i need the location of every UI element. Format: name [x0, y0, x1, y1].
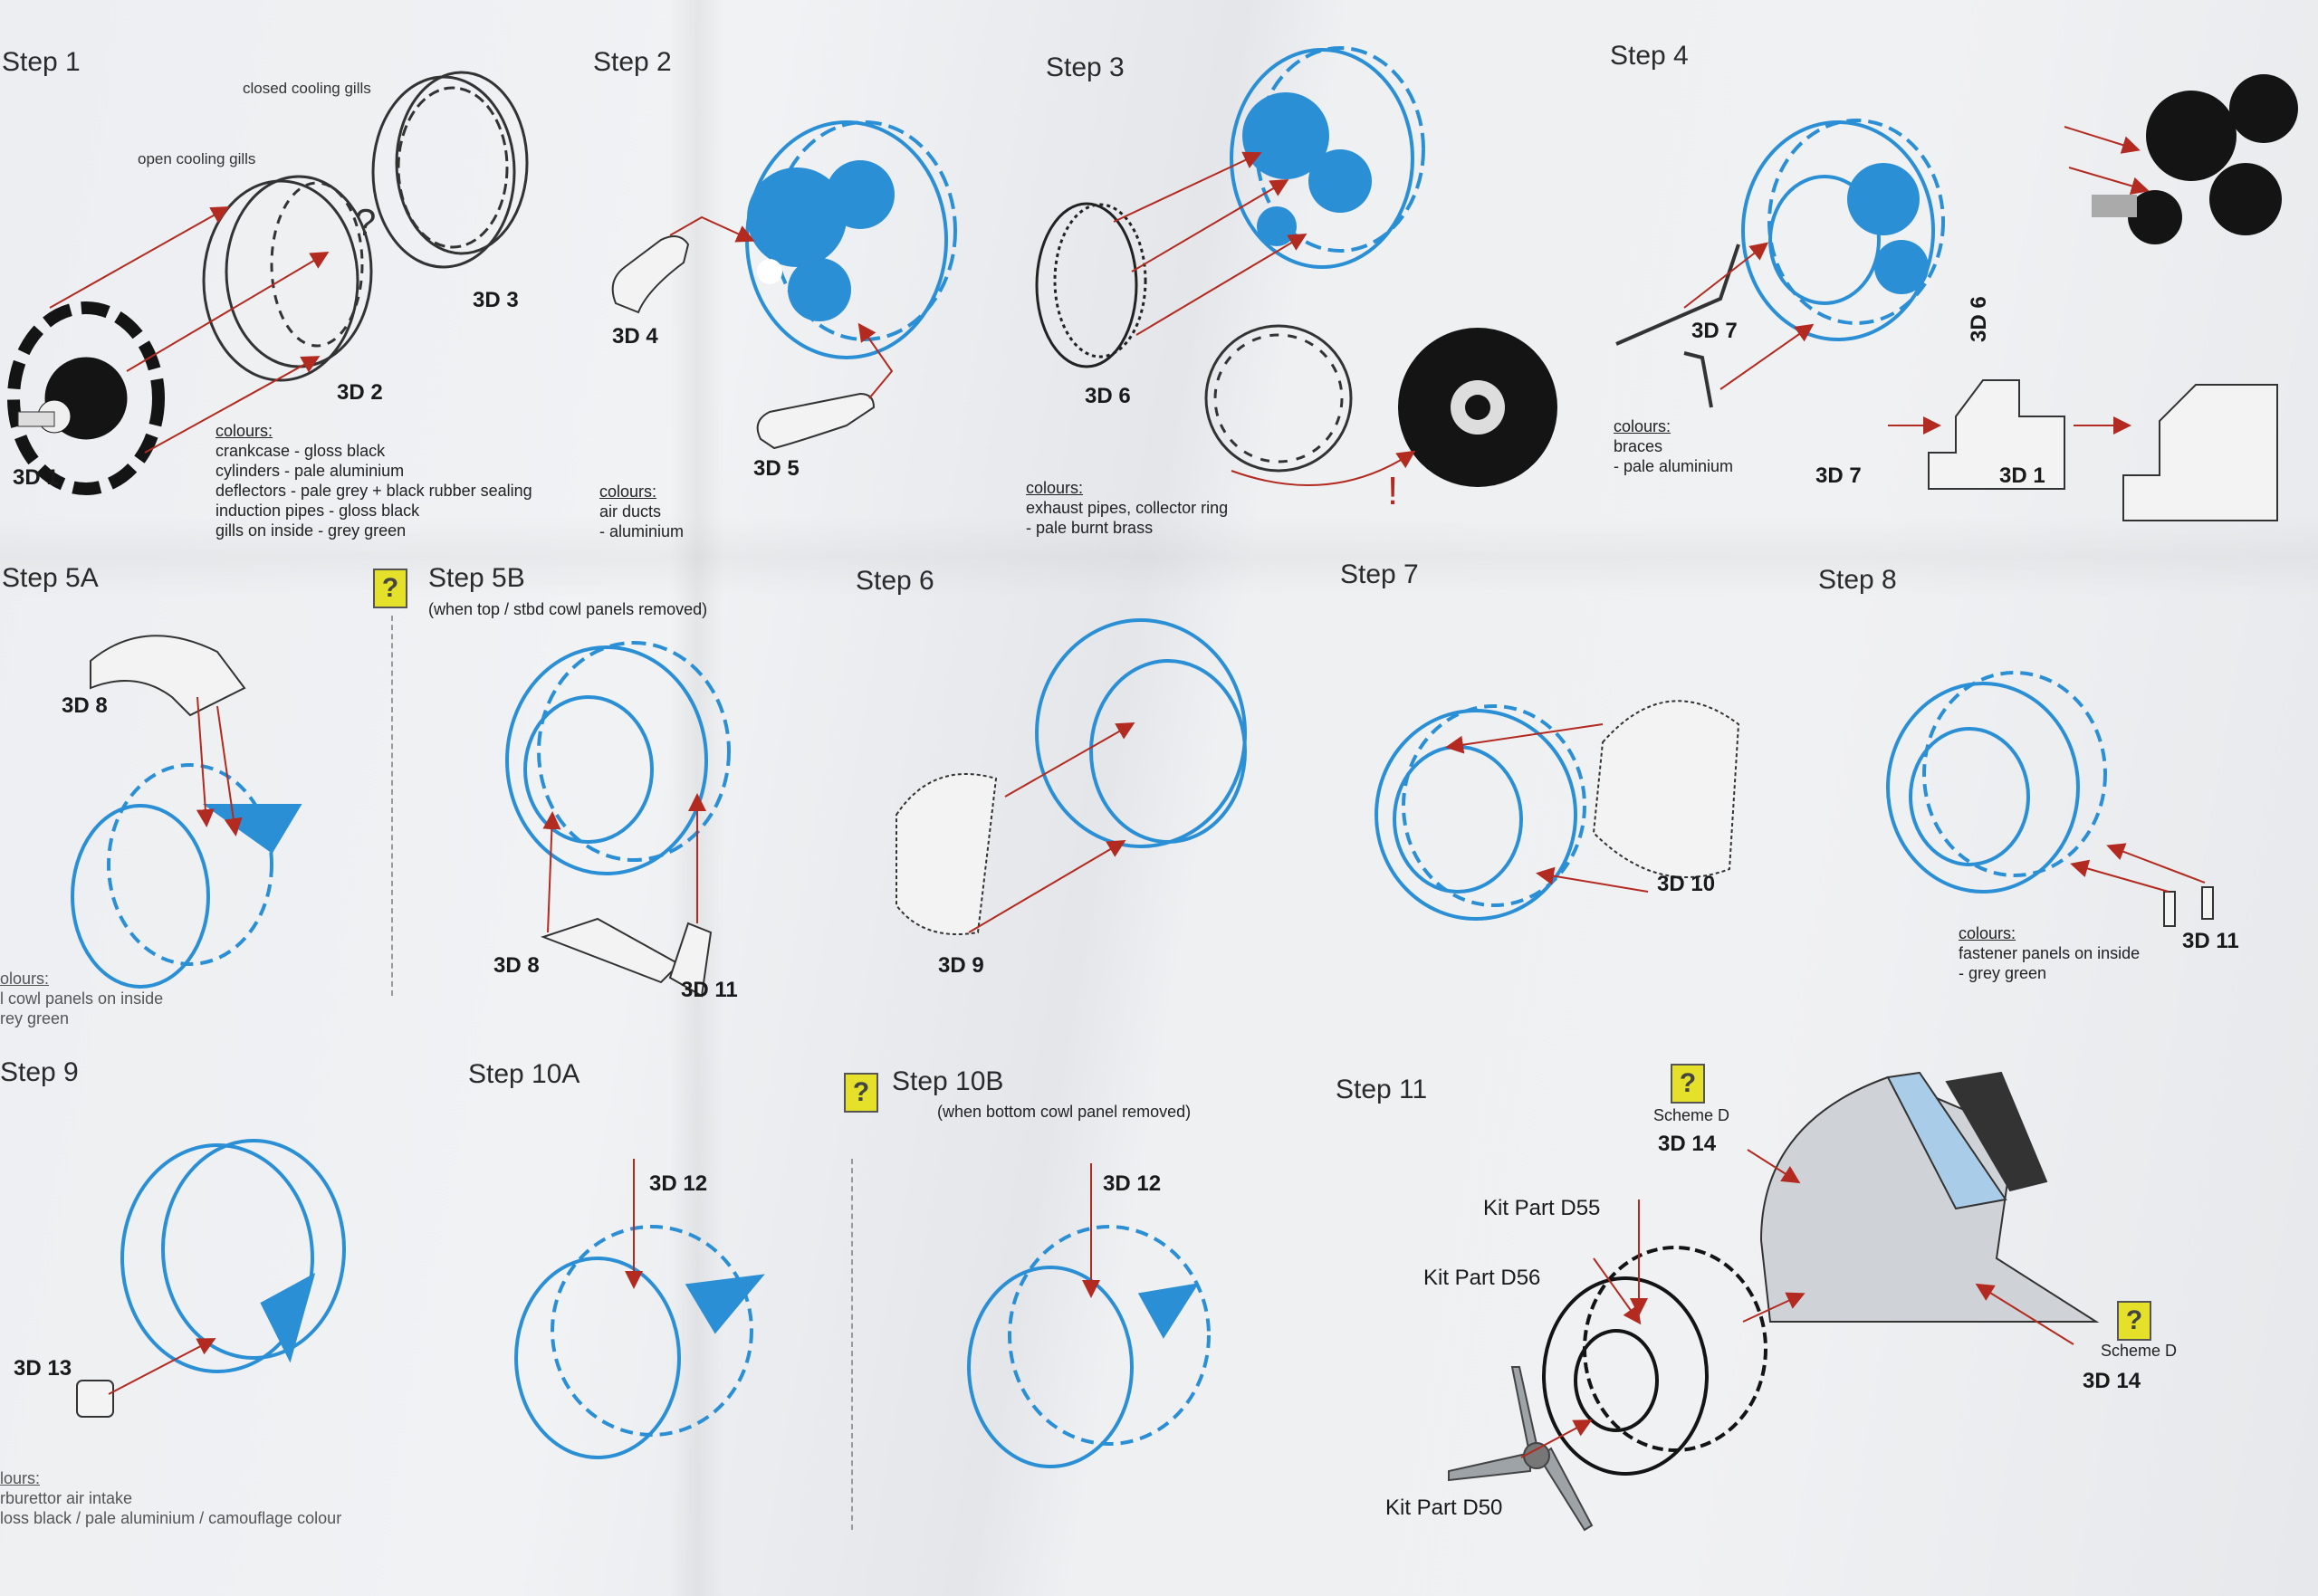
part-label-3d2: 3D 2 — [337, 380, 383, 405]
step2-cylinders — [747, 160, 895, 321]
step8-fasteners — [2163, 886, 2214, 927]
step9-intake — [76, 1380, 114, 1418]
step4-side-detail — [1928, 379, 2278, 521]
step5a-cowl-panel — [90, 635, 246, 717]
step8-engine — [1886, 671, 2107, 894]
part-label-3d14a: 3D 14 — [1658, 1132, 1717, 1156]
step1-engine-black — [7, 301, 165, 495]
part-label-3d12a: 3D 12 — [649, 1171, 708, 1196]
question-mark: ? — [355, 201, 377, 244]
step3-engine-black — [1398, 328, 1557, 487]
part-label-3d5: 3D 5 — [753, 456, 800, 481]
part-label-3d8b: 3D 8 — [493, 953, 540, 978]
part-label-3d6-vertical: 3D 6 — [1967, 296, 1991, 342]
step-5a-title: Step 5A — [2, 563, 99, 593]
colours-step2: colours:air ducts- aluminium — [599, 483, 685, 540]
step-11-title: Step 11 — [1336, 1075, 1428, 1104]
step4-engine-black — [2092, 74, 2298, 244]
part-label-3d3: 3D 3 — [473, 288, 519, 312]
part-label-3d7a: 3D 7 — [1691, 319, 1738, 343]
kit-part-d55-label: Kit Part D55 — [1483, 1196, 1601, 1220]
step3-ring-detail — [1204, 324, 1353, 473]
step-10b-title: Step 10B — [892, 1066, 1004, 1096]
step-5b-note: (when top / stbd cowl panels removed) — [428, 600, 708, 618]
step11-fuselage — [1759, 1071, 2100, 1323]
step11-engine — [1542, 1246, 1767, 1476]
scheme-question-icon: ? — [1671, 1064, 1705, 1104]
step1-gill-ring-closed — [371, 71, 529, 269]
part-label-3d8a: 3D 8 — [62, 693, 108, 718]
scheme-d-label-b: Scheme D — [2101, 1342, 2178, 1360]
step-10b-note: (when bottom cowl panel removed) — [937, 1103, 1192, 1121]
part-label-3d10: 3D 10 — [1657, 872, 1716, 896]
step7-engine — [1375, 704, 1586, 921]
kit-part-d50-label: Kit Part D50 — [1385, 1496, 1503, 1520]
part-label-3d7b: 3D 7 — [1815, 464, 1862, 488]
step-5b-title: Step 5B — [428, 563, 525, 593]
step6-cowl — [896, 773, 998, 935]
step-9-title: Step 9 — [0, 1057, 79, 1087]
separator-10a-10b — [851, 1159, 853, 1530]
step-6-title: Step 6 — [856, 566, 934, 596]
kit-part-d56-label: Kit Part D56 — [1423, 1266, 1541, 1290]
part-label-3d6: 3D 6 — [1085, 384, 1131, 408]
step6-engine — [1035, 618, 1247, 848]
step7-cowl — [1592, 700, 1740, 878]
part-label-3d1b: 3D 1 — [1999, 464, 2045, 488]
step-7-title: Step 7 — [1340, 559, 1419, 589]
step5b-engine — [505, 641, 731, 875]
closed-gills-note: closed cooling gills — [243, 80, 371, 97]
step-4-title: Step 4 — [1610, 41, 1689, 71]
part-label-3d1: 3D 1 — [13, 465, 59, 490]
step4-braces — [1615, 244, 1740, 408]
open-gills-note: open cooling gills — [138, 150, 256, 167]
step3-collector-ring — [1035, 202, 1147, 368]
step9-engine — [120, 1139, 346, 1373]
step4-engine-blue — [1741, 119, 1945, 341]
part-label-3d11a: 3D 11 — [681, 978, 738, 1002]
exclamation-mark: ! — [1387, 469, 1399, 513]
part-label-3d9: 3D 9 — [938, 953, 984, 978]
scheme-question-icon: ? — [373, 569, 407, 608]
step-8-title: Step 8 — [1818, 565, 1897, 595]
step-1-title: Step 1 — [2, 47, 81, 77]
step-3-title: Step 3 — [1046, 53, 1125, 82]
part-label-3d12b: 3D 12 — [1103, 1171, 1162, 1196]
step2-air-ducts — [611, 235, 876, 450]
colours-step3: colours:exhaust pipes, collector ring- p… — [1026, 479, 1229, 537]
part-label-3d13: 3D 13 — [14, 1356, 72, 1381]
step-10a-title: Step 10A — [468, 1059, 580, 1089]
step5a-engine — [71, 763, 302, 989]
step5b-parts — [541, 917, 713, 998]
step-2-title: Step 2 — [593, 47, 672, 77]
scheme-question-icon: ? — [2117, 1301, 2151, 1341]
scheme-d-label-a: Scheme D — [1653, 1106, 1730, 1124]
step1-gill-ring-open — [202, 175, 373, 382]
part-label-3d4: 3D 4 — [612, 324, 658, 349]
part-label-3d11b: 3D 11 — [2182, 929, 2239, 953]
step10b-engine — [967, 1225, 1211, 1468]
scheme-question-icon: ? — [844, 1073, 878, 1113]
colours-step8: colours:fastener panels on inside- grey … — [1959, 924, 2141, 982]
separator-5a-5b — [391, 616, 393, 996]
step11-propeller — [1448, 1366, 1594, 1532]
part-label-3d14b: 3D 14 — [2083, 1369, 2141, 1393]
colours-step4: colours:braces- pale aluminium — [1614, 417, 1734, 475]
step10a-engine — [514, 1225, 765, 1459]
